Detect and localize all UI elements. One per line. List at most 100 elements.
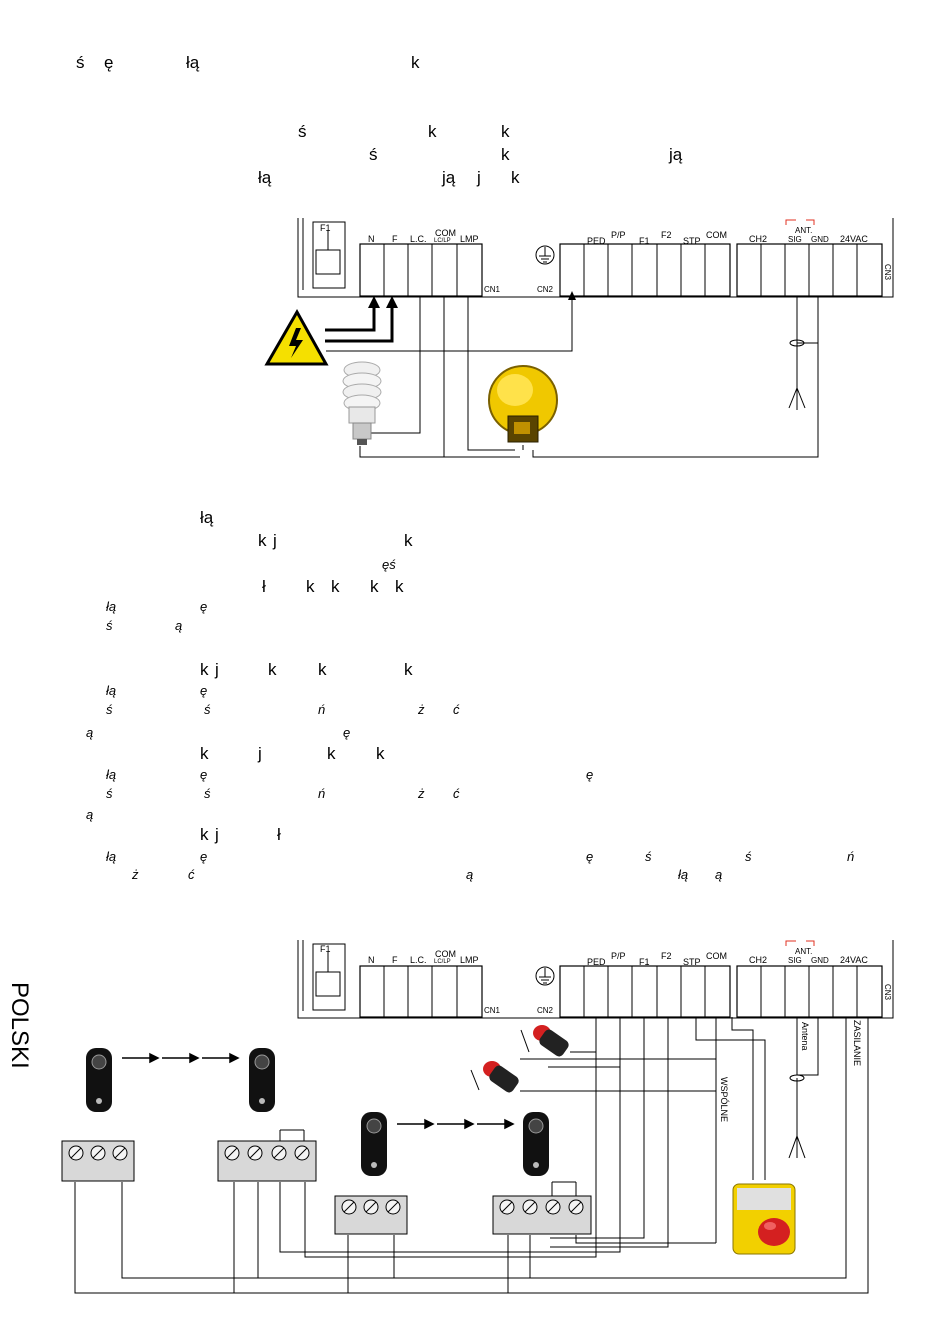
terminal-label: L.C.: [410, 955, 427, 965]
text-fragment: k: [428, 122, 437, 141]
photocell-receiver-icon: [523, 1112, 549, 1176]
photocell-transmitter-icon: [361, 1112, 387, 1176]
text-fragment: ę: [343, 725, 351, 740]
text-fragment: k: [200, 744, 209, 763]
text-fragment: ś: [204, 702, 211, 717]
terminal-sublabel: LC/LP: [434, 959, 451, 965]
photocell-terminal-block-2: [217, 1140, 317, 1182]
text-fragment: ś: [369, 145, 378, 164]
text-fragment: ęś: [382, 557, 396, 572]
photocell-terminal-block-1: [61, 1140, 135, 1182]
text-fragment: łą: [678, 867, 689, 882]
common-wire-label: WSPÓLNE: [719, 1077, 729, 1122]
text-fragment: ć: [453, 786, 460, 801]
terminal-label: LMP: [460, 955, 479, 965]
terminal-label: PED: [587, 957, 606, 967]
flashing-lamp-icon: [488, 365, 558, 443]
text-fragment: j: [273, 531, 277, 550]
terminal-label: L.C.: [410, 234, 427, 244]
terminal-label: P/P: [611, 951, 626, 961]
text-fragment: k: [411, 53, 420, 72]
terminal-label: F: [392, 955, 398, 965]
connector-label: CN3: [883, 984, 892, 1001]
terminal-label: SIG: [788, 235, 802, 244]
terminal-label: CH2: [749, 955, 767, 965]
text-fragment: ł: [262, 577, 266, 596]
text-fragment: ę: [104, 53, 114, 72]
photocell-transmitter-icon: [86, 1048, 112, 1112]
terminal-label: GND: [811, 235, 829, 244]
text-fragment: łą: [200, 508, 214, 527]
terminal-label: GND: [811, 956, 829, 965]
text-fragment: ń: [318, 702, 326, 717]
connector-label: CN2: [537, 1006, 554, 1015]
terminal-label: N: [368, 234, 375, 244]
terminal-label: LMP: [460, 234, 479, 244]
text-fragment: k: [200, 660, 209, 679]
text-fragment: k: [404, 531, 413, 550]
text-fragment: j: [258, 744, 262, 763]
text-fragment: ć: [453, 702, 460, 717]
text-fragment: ś: [298, 122, 307, 141]
text-fragment: ś: [106, 786, 113, 801]
text-fragment: ś: [204, 786, 211, 801]
text-fragment: ę: [586, 767, 594, 782]
text-fragment: k: [370, 577, 379, 596]
terminal-label: COM: [706, 951, 727, 961]
side-label-text: POLSKI: [6, 982, 33, 1069]
fuse-label: F1: [320, 223, 331, 233]
terminal-label: STP: [683, 957, 701, 967]
fuse-label: F1: [320, 944, 331, 954]
text-fragment: łą: [106, 683, 117, 698]
terminal-label: COM: [435, 949, 456, 959]
text-fragment: ę: [200, 683, 208, 698]
text-fragment: k: [258, 531, 267, 550]
text-fragment: j: [477, 168, 481, 187]
terminal-label: F2: [661, 230, 672, 240]
text-fragment: ś: [76, 53, 85, 72]
text-fragment: k: [404, 660, 413, 679]
connector-label: CN3: [883, 264, 892, 281]
connector-label: CN2: [537, 285, 554, 294]
text-fragment: j: [215, 660, 219, 679]
text-fragment: łą: [106, 599, 117, 614]
text-fragment: ę: [200, 767, 208, 782]
side-language-label: POLSKI: [6, 982, 33, 1069]
terminal-label: CH2: [749, 234, 767, 244]
text-fragment: ć: [188, 867, 195, 882]
board-labels: F1 N F L.C. COM LC/LP LMP CN1 CN2 PED P/…: [320, 223, 892, 294]
text-fragment: ją: [669, 145, 683, 164]
terminal-label: PED: [587, 236, 606, 246]
text-fragment: k: [501, 122, 510, 141]
photocell-terminal-block-4: [492, 1195, 592, 1235]
text-fragment: ę: [200, 599, 208, 614]
text-fragment: ż: [418, 702, 425, 717]
text-fragment: ń: [318, 786, 326, 801]
high-voltage-warning-icon: [264, 308, 329, 366]
terminal-label: F1: [639, 236, 650, 246]
text-fragment: k: [376, 744, 385, 763]
connector-label: CN1: [484, 285, 501, 294]
text-fragment: k: [501, 145, 510, 164]
terminal-label: P/P: [611, 230, 626, 240]
text-fragment: łą: [258, 168, 272, 187]
text-fragment: ą: [715, 867, 723, 882]
text-fragment: ż: [418, 786, 425, 801]
text-fragment: ł: [277, 825, 281, 844]
emergency-stop-icon: [732, 1183, 796, 1255]
terminal-label: F2: [661, 951, 672, 961]
text-fragment: łą: [106, 767, 117, 782]
text-fragment: j: [215, 825, 219, 844]
text-fragment: k: [268, 660, 277, 679]
terminal-label: ANT.: [795, 226, 812, 235]
text-fragment: ż: [132, 867, 139, 882]
power-wire-label: ZASILANIE: [852, 1020, 862, 1066]
text-fragment: k: [200, 825, 209, 844]
text-fragment: ś: [106, 702, 113, 717]
text-fragment: ś: [106, 618, 113, 633]
text-fragment: k: [327, 744, 336, 763]
photocell-receiver-icon: [249, 1048, 275, 1112]
text-fragment: ś: [745, 849, 752, 864]
text-fragment: ę: [200, 849, 208, 864]
text-fragment: k: [511, 168, 520, 187]
